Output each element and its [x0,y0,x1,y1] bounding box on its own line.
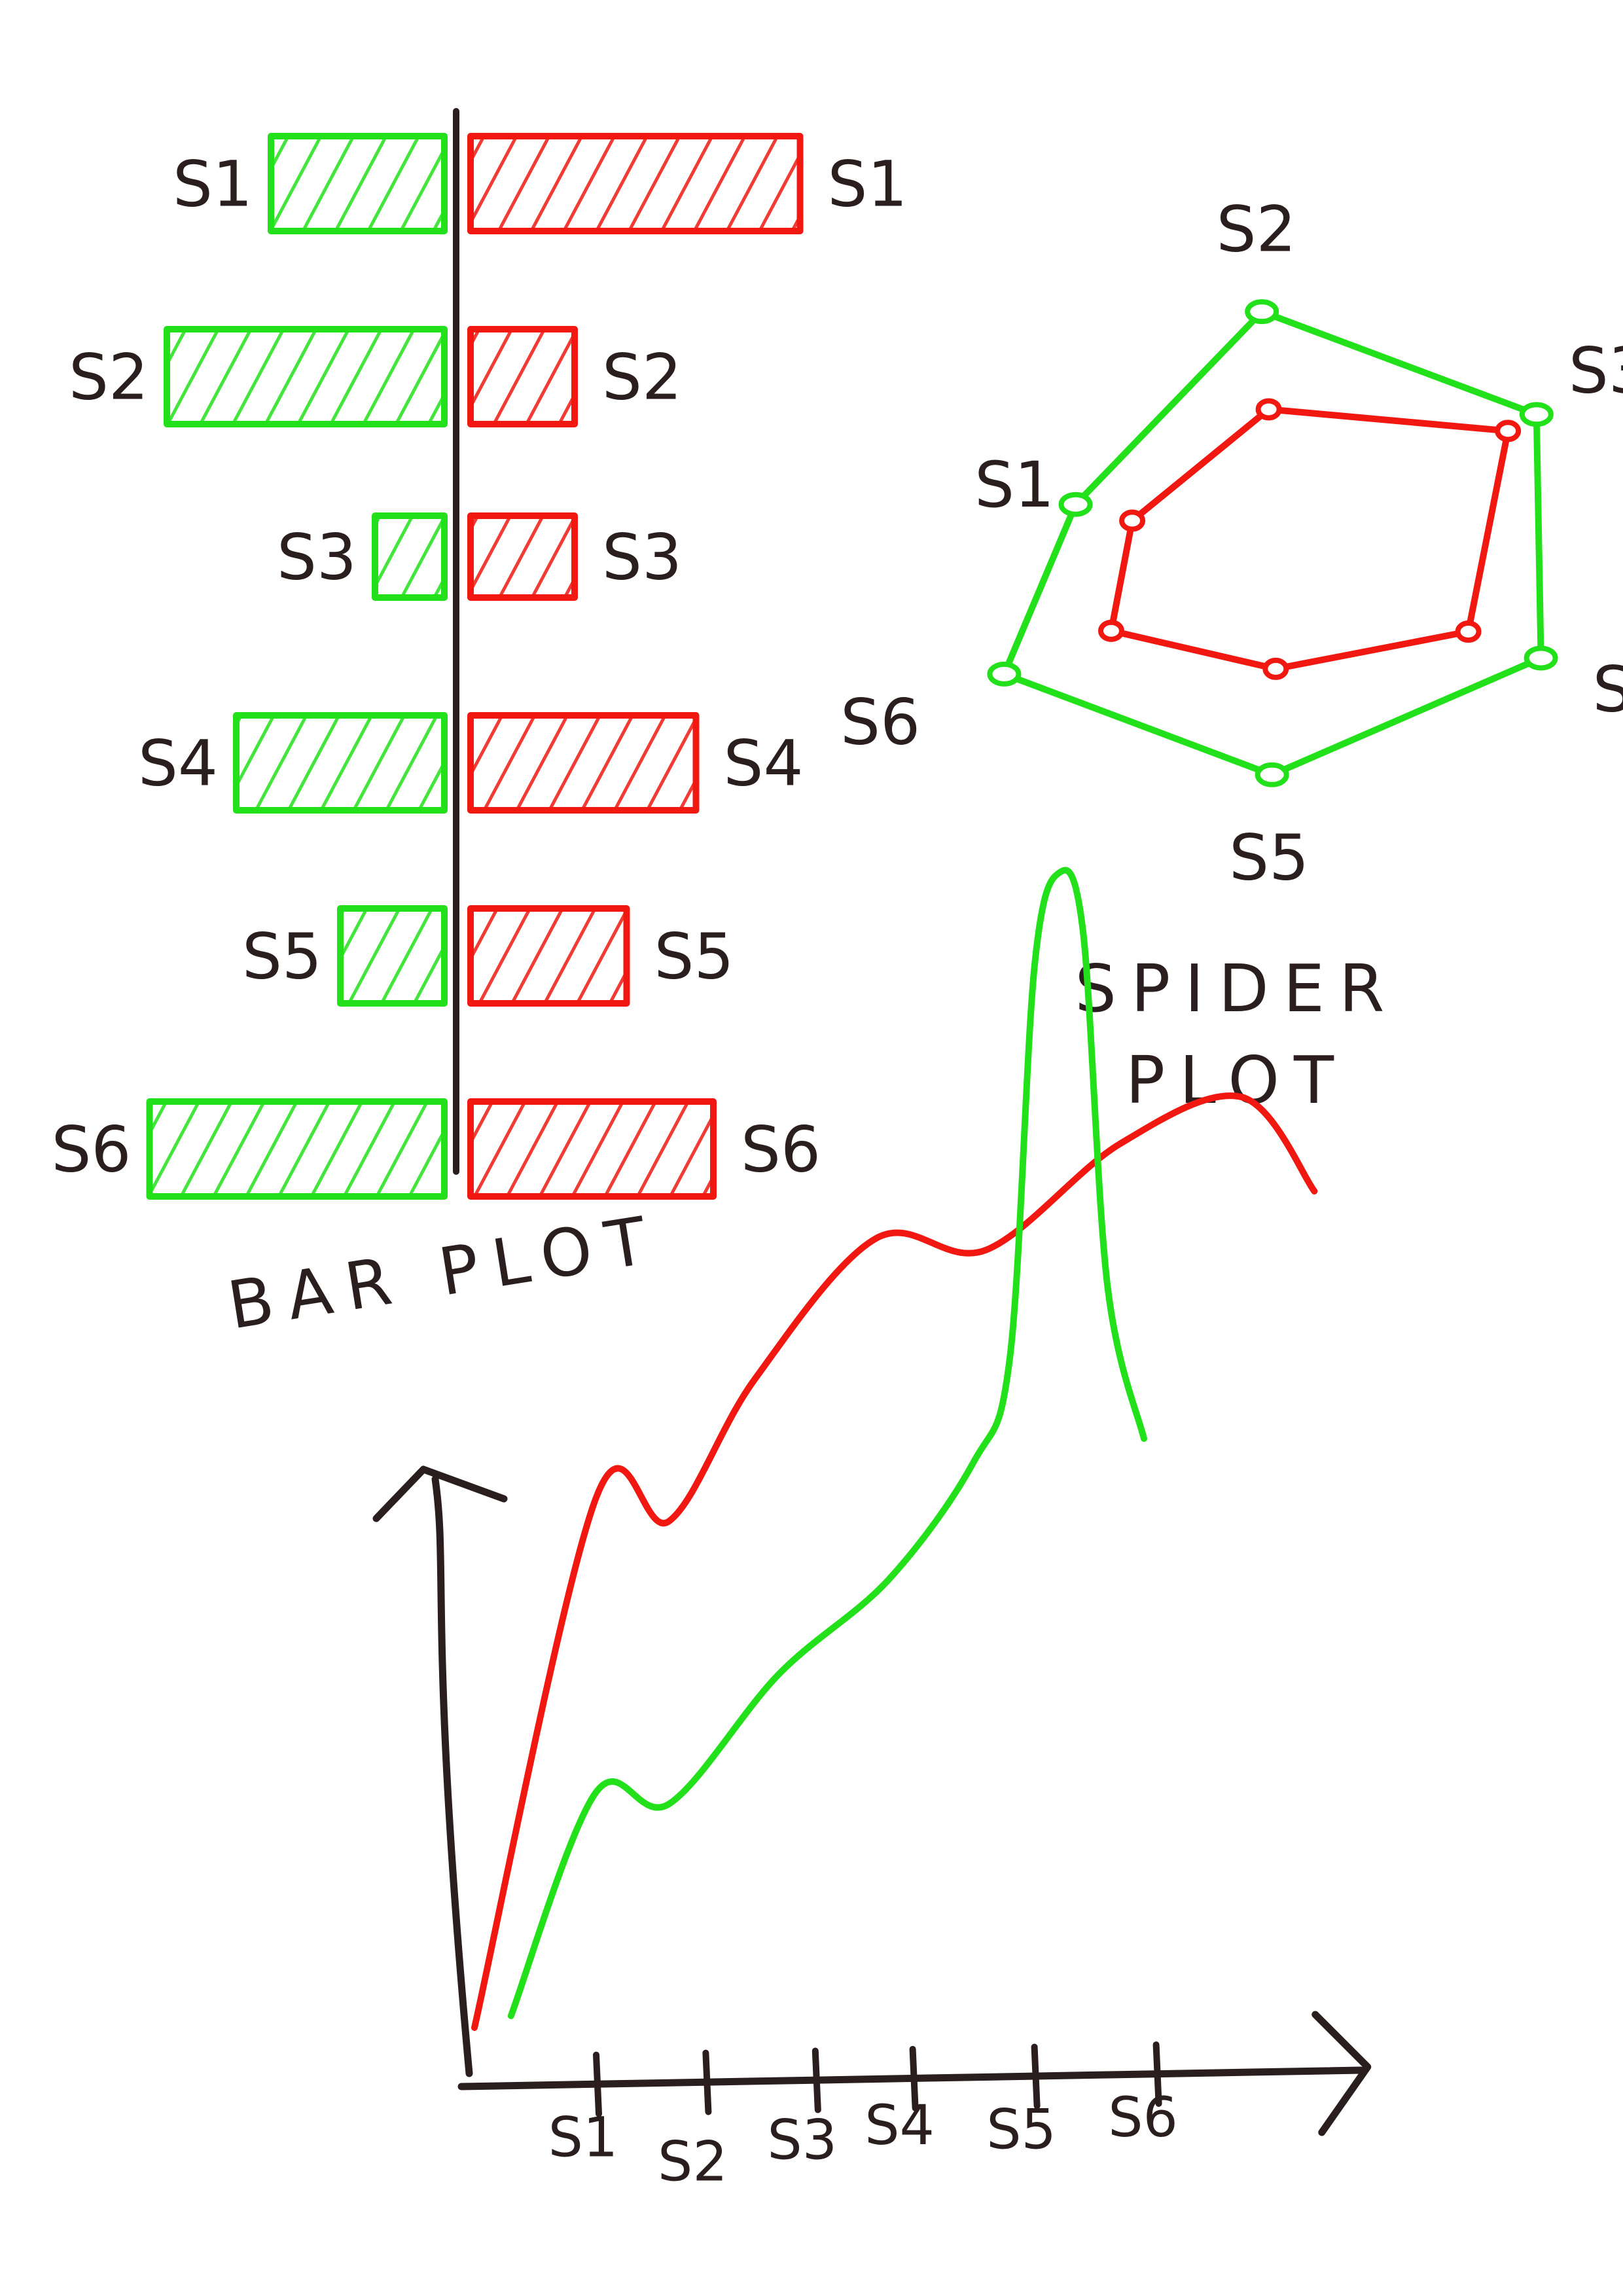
bar-right-s4 [467,712,700,814]
spider-point-green-s3 [1519,402,1554,427]
bar-right-s5 [467,905,630,1007]
x-tick-label-s3: S3 [767,2108,837,2172]
x-tick-s3 [812,2047,821,2113]
bar-label-left-s1: S1 [173,148,253,221]
spider-label-s2: S2 [1217,192,1296,266]
spider-point-red-s6 [1097,619,1124,642]
spider-label-s5: S5 [1229,821,1309,894]
bar-label-left-s4: S4 [138,727,218,800]
spider-label-s4: S4 [1592,653,1623,726]
spider-series-green [987,299,1558,787]
spider-title-line: PLOT [1126,1042,1348,1119]
bar-right-s6 [467,1098,717,1200]
x-tick-label-s2: S2 [658,2130,728,2194]
spider-series-red [1097,398,1522,680]
line-series-green [507,867,1147,2019]
x-tick-s4 [909,2045,919,2111]
bar-left-s2 [164,326,448,427]
spider-title-line: SPIDER [1075,950,1399,1027]
spider-point-green-s4 [1524,645,1558,671]
spider-point-green-s5 [1255,762,1289,787]
spider-point-green-s2 [1245,299,1279,325]
x-tick-label-s5: S5 [986,2097,1056,2161]
bar-right-s2 [467,326,578,427]
bar-left-s1 [268,133,448,234]
x-tick-label-s6: S6 [1108,2085,1178,2149]
spider-label-s1: S1 [974,448,1054,522]
bar-right-s3 [467,512,578,601]
bar-label-right-s1: S1 [828,148,908,221]
bar-right-s1 [467,133,804,234]
spider-point-red-s4 [1455,620,1482,643]
x-tick-label-s4: S4 [865,2093,935,2157]
line-series-red [471,1092,1318,2031]
bar-label-right-s6: S6 [741,1113,821,1187]
bar-left-s6 [146,1098,448,1200]
x-tick-label-s1: S1 [548,2106,618,2170]
bar-label-left-s3: S3 [277,521,357,594]
spider-point-red-s5 [1262,657,1289,680]
right-bar-series [467,133,804,1200]
spider-point-red-s2 [1255,398,1282,421]
spider-label-s3: S3 [1569,334,1623,408]
spider-polygon-green [1001,308,1544,778]
bar-label-right-s5: S5 [654,920,734,994]
bar-label-right-s4: S4 [724,727,804,800]
left-bar-series [146,133,448,1200]
spider-polygon-red [1108,406,1512,672]
bar-label-right-s3: S3 [602,521,682,594]
x-tick-s6 [1152,2041,1162,2108]
bar-label-left-s6: S6 [51,1113,131,1187]
spider-point-green-s1 [1058,492,1093,517]
spider-point-red-s1 [1119,509,1146,532]
spider-point-red-s3 [1495,420,1522,442]
spider-point-green-s6 [987,661,1022,687]
bar-left-s4 [233,712,448,814]
x-tick-s5 [1031,2043,1041,2109]
bar-left-s3 [372,512,448,601]
y-axis [372,1465,508,2077]
bar-label-left-s5: S5 [242,920,322,994]
x-tick-s1 [593,2051,602,2117]
bar-left-s5 [337,905,448,1007]
x-axis-ticks: S1 S2 S3 S4 S5 S6 [548,2041,1178,2194]
bar-plot-title: BAR PLOT [223,1200,666,1344]
spider-label-s6: S6 [840,685,920,759]
spider-plot-title: SPIDER PLOT [1075,950,1399,1119]
bar-label-left-s2: S2 [69,341,149,414]
x-tick-s2 [702,2049,712,2115]
bar-label-right-s2: S2 [602,341,682,414]
